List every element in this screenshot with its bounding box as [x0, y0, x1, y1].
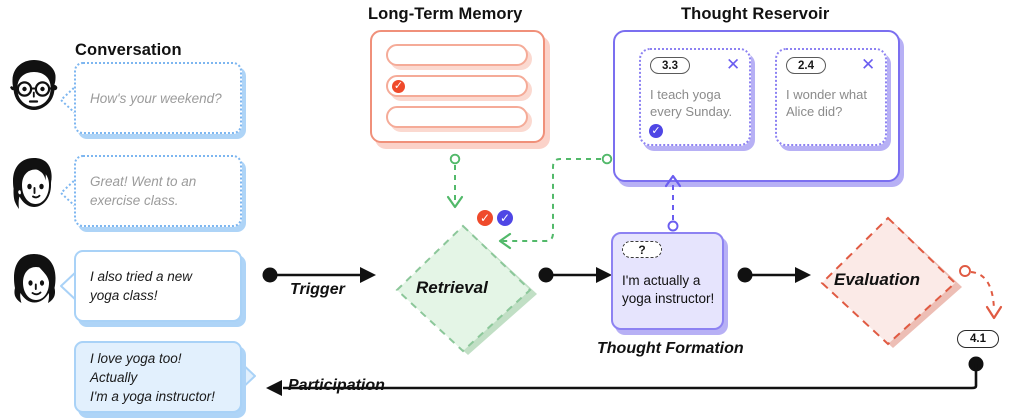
trigger-label: Trigger [290, 281, 345, 298]
thought-card-2[interactable] [775, 48, 887, 146]
thought-reservoir-title: Thought Reservoir [681, 5, 830, 23]
memory-row-3[interactable] [386, 106, 528, 128]
check-circle-icon-card-1: ✓ [649, 124, 663, 138]
bubble-3-line1: I also tried a new [90, 269, 193, 284]
formation-line1: I'm actually a [622, 273, 701, 288]
thought-placeholder-badge: ? [622, 241, 662, 258]
avatar-ponytail-person [13, 158, 52, 209]
bubble-4-line2: I'm a yoga instructor! [90, 388, 215, 404]
bubble-2-line2: exercise class. [90, 193, 179, 208]
bubble-3-text: I also tried a new yoga class! [76, 267, 206, 305]
bubble-1-text: How's your weekend? [90, 90, 222, 106]
check-circle-icon-memory: ✓ [392, 80, 405, 93]
bubble-4-line1: I love yoga too! Actually [90, 350, 182, 385]
retrieval-to-formation-arrow [538, 267, 612, 283]
bubble-tail-4 [238, 360, 256, 392]
card-2-line1: I wonder what [786, 87, 867, 102]
evaluation-label: Evaluation [834, 270, 920, 289]
formation-to-reservoir-link [664, 174, 682, 232]
trigger-arrow [262, 267, 376, 283]
bubble-tail-3 [60, 270, 78, 302]
memory-retrieval-links [446, 153, 613, 250]
memory-row-2[interactable] [386, 75, 528, 97]
thought-card-1-text: I teach yoga every Sunday. [650, 86, 750, 120]
bubble-2-text: Great! Went to an exercise class. [76, 172, 210, 210]
memory-row-1[interactable] [386, 44, 528, 66]
check-circle-icon-retrieval-thought: ✓ [497, 210, 513, 226]
bubble-tail-1 [60, 84, 78, 116]
conversation-bubble-1: How's your weekend? [74, 62, 242, 134]
evaluation-score-badge: 4.1 [957, 330, 999, 348]
close-icon-card-2[interactable]: ✕ [861, 55, 876, 74]
thought-card-1-score: 3.3 [650, 57, 690, 74]
evaluation-output-link [959, 265, 1003, 320]
close-icon-card-1[interactable]: ✕ [726, 55, 741, 74]
bubble-3-line2: yoga class! [90, 288, 158, 303]
card-1-line2: every Sunday. [650, 104, 733, 119]
evaluation-node[interactable] [810, 208, 970, 353]
bubble-tail-2 [60, 177, 78, 209]
participation-label: Participation [288, 377, 385, 394]
bubble-4-text: I love yoga too! Actually I'm a yoga ins… [76, 349, 240, 406]
card-2-line2: Alice did? [786, 104, 843, 119]
retrieval-label: Retrieval [416, 278, 488, 297]
thought-card-2-score: 2.4 [786, 57, 826, 74]
thought-formation-label: Thought Formation [597, 340, 744, 357]
participation-arrow [266, 356, 984, 396]
long-term-memory-title: Long-Term Memory [368, 5, 523, 23]
agent-response-bubble: I love yoga too! Actually I'm a yoga ins… [74, 341, 242, 413]
conversation-bubble-2: Great! Went to an exercise class. [74, 155, 242, 227]
check-circle-icon-retrieval-memory: ✓ [477, 210, 493, 226]
formation-to-evaluation-arrow [737, 267, 811, 283]
formation-line2: yoga instructor! [622, 291, 715, 306]
conversation-bubble-3: I also tried a new yoga class! [74, 250, 242, 322]
thought-card-2-text: I wonder what Alice did? [786, 86, 886, 120]
avatar-glasses-person [10, 60, 58, 110]
card-1-line1: I teach yoga [650, 87, 721, 102]
avatar-bob-person [14, 254, 56, 303]
conversation-title: Conversation [75, 41, 182, 59]
thought-formation-text: I'm actually a yoga instructor! [622, 272, 724, 308]
bubble-2-line1: Great! Went to an [90, 174, 197, 189]
retrieval-node[interactable] [385, 218, 545, 358]
